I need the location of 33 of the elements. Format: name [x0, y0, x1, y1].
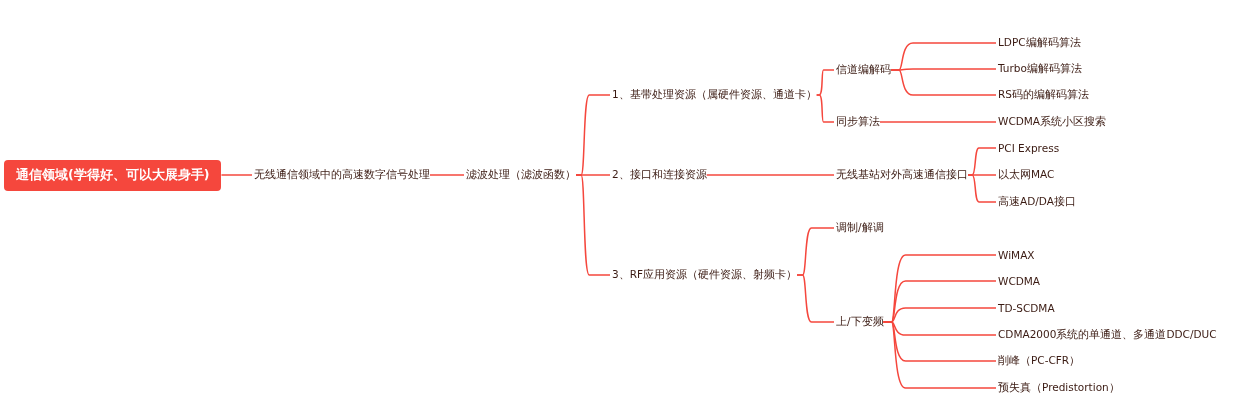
topic-label: PCI Express [998, 141, 1060, 155]
topic-label: WCDMA系统小区搜索 [998, 114, 1107, 130]
topic-label: 滤波处理（滤波函数） [466, 167, 576, 183]
topic-label: 2、接口和连接资源 [612, 167, 707, 183]
topic-label: 信道编解码 [836, 62, 891, 78]
topic-label: 高速AD/DA接口 [998, 194, 1076, 210]
topic-label: LDPC编解码算法 [998, 35, 1081, 51]
topic-label: 削峰（PC-CFR） [998, 353, 1081, 369]
root-topic-box: 通信领域(学得好、可以大展身手) [4, 159, 222, 191]
connector-line [796, 274, 835, 323]
topic-label: 上/下变频 [836, 314, 884, 330]
topic-label: TD-SCDMA [998, 301, 1055, 315]
topic-label: 无线通信领域中的高速数字信号处理 [254, 167, 430, 183]
connector-line [967, 174, 997, 203]
topic-label: 3、RF应用资源（硬件资源、射频卡） [612, 267, 797, 283]
connector-line [220, 174, 253, 176]
topic-label: 同步算法 [836, 114, 880, 130]
connector-line [879, 121, 997, 123]
topic-label: Turbo编解码算法 [998, 61, 1082, 77]
connector-line [890, 69, 997, 96]
connector-line [705, 174, 835, 176]
topic-label: WCDMA [998, 274, 1041, 288]
connector-line [575, 174, 611, 276]
connector-line [429, 174, 465, 176]
topic-label: 调制/解调 [836, 220, 884, 236]
topic-label: RS码的编解码算法 [998, 87, 1089, 103]
topic-label: CDMA2000系统的单通道、多通道DDC/DUC [998, 327, 1217, 343]
topic-label: 无线基站对外高速通信接口 [836, 167, 968, 183]
topic-label: 预失真（Predistortion） [998, 380, 1120, 396]
topic-label: 1、基带处理资源（属硬件资源、通道卡） [612, 87, 817, 103]
topic-label: WiMAX [998, 248, 1035, 262]
topic-label: 以太网MAC [998, 167, 1055, 183]
connector-line [882, 321, 997, 389]
